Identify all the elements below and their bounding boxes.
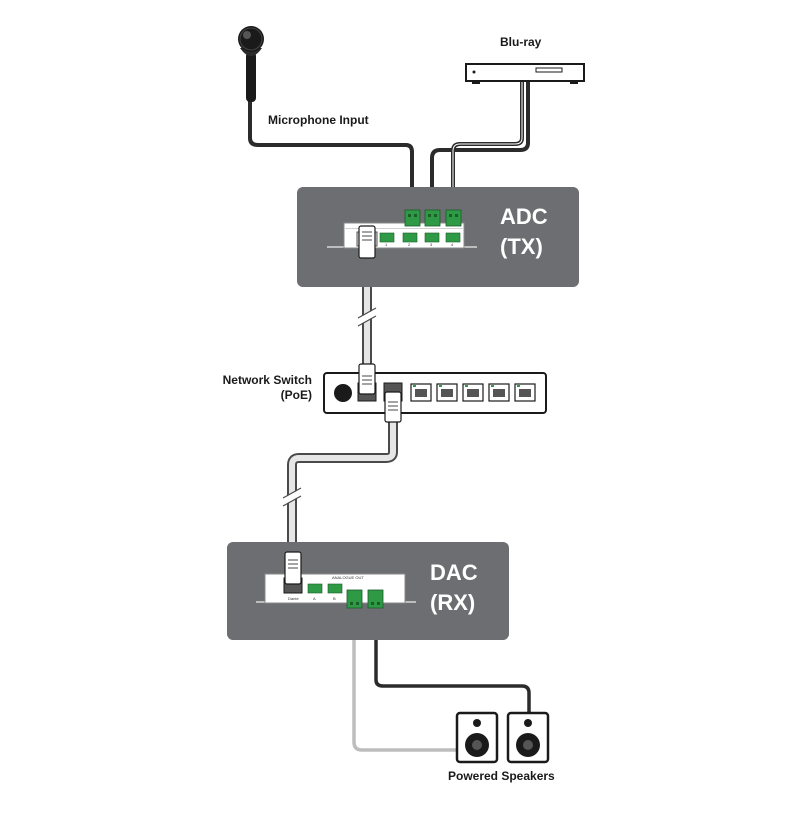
power-button-icon [334,384,352,402]
bluray-cable-right-inner [452,82,523,212]
dac-device: Dante ANALOGUE OUT A B [256,573,416,604]
dac-port-label-b: B [333,596,336,601]
speaker-right-icon [506,711,550,764]
adc-subtitle: (TX) [500,234,543,259]
adc-port-label-4: 4 [451,242,454,247]
network-switch [323,372,547,414]
adc-port-group [379,232,461,243]
cable-break-mark-lower [281,487,303,507]
microphone-cable [248,100,414,212]
rj45-plug-adc [358,225,376,259]
microphone-icon [238,26,264,102]
adc-connectors [404,209,462,227]
rj45-plug-switch-2 [384,391,402,423]
speaker-left-icon [455,711,499,764]
dac-title: DAC [430,560,478,585]
speaker-cable-light [352,608,476,752]
microphone-label: Microphone Input [268,113,369,127]
adc-title: ADC [500,204,548,229]
adc-device: 1 2 3 4 [327,222,477,249]
adc-port-label-1: 1 [385,242,388,247]
network-switch-label: Network Switch [223,373,312,387]
network-switch-sublabel: (PoE) [281,388,312,402]
powered-speakers-label: Powered Speakers [448,769,555,783]
dac-subtitle: (RX) [430,590,475,615]
dac-header-label: ANALOGUE OUT [332,575,364,580]
cable-break-mark [356,307,378,327]
bluray-player-icon [465,63,585,84]
bluray-cable-left [430,82,530,212]
dac-connectors [346,589,384,609]
bluray-label: Blu-ray [500,35,542,49]
dac-port-label-a: A [313,596,316,601]
adc-port-label-2: 2 [408,242,411,247]
dac-network-label: Dante [288,596,299,601]
adc-port-label-3: 3 [430,242,433,247]
rj45-plug-switch-1 [358,363,376,395]
network-cable-switch-dac [287,418,398,556]
speaker-cable-dark [374,608,531,712]
rj45-plug-dac [284,551,302,585]
